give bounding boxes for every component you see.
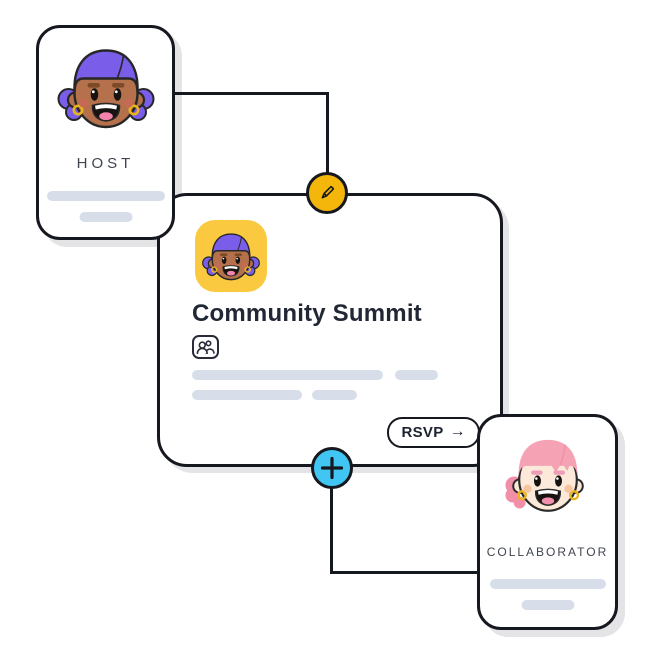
edit-node-button[interactable] bbox=[306, 172, 348, 214]
pencil-icon bbox=[321, 185, 335, 199]
event-card[interactable]: Community Summit RSVP → bbox=[157, 193, 503, 467]
placeholder-bar bbox=[521, 600, 574, 610]
host-label: HOST bbox=[76, 155, 135, 172]
host-avatar bbox=[56, 42, 156, 141]
collaborator-avatar bbox=[502, 433, 594, 524]
collaborator-card[interactable]: COLLABORATOR bbox=[477, 414, 618, 630]
event-title: Community Summit bbox=[192, 300, 422, 327]
attendees-icon bbox=[192, 335, 219, 359]
placeholder-bar bbox=[79, 212, 132, 222]
arrow-right-icon: → bbox=[449, 423, 466, 440]
placeholder-bar bbox=[192, 370, 383, 380]
connector-line-collab-horizontal bbox=[330, 570, 480, 574]
event-app-icon bbox=[195, 220, 267, 292]
placeholder-bar bbox=[46, 191, 165, 201]
host-card[interactable]: HOST bbox=[36, 25, 175, 240]
event-app-avatar bbox=[201, 229, 261, 285]
placeholder-bar bbox=[395, 370, 438, 380]
placeholder-bar bbox=[312, 390, 357, 400]
rsvp-button[interactable]: RSVP → bbox=[387, 417, 480, 448]
add-node-button[interactable] bbox=[311, 447, 353, 489]
connector-line-collab-vertical bbox=[330, 467, 333, 573]
placeholder-bar bbox=[489, 579, 606, 589]
rsvp-button-label: RSVP bbox=[401, 424, 444, 441]
collaborator-label: COLLABORATOR bbox=[486, 545, 609, 559]
placeholder-bar bbox=[192, 390, 302, 400]
connector-line-host-vertical bbox=[325, 91, 329, 194]
plus-icon bbox=[320, 456, 344, 480]
connector-line-host-horizontal bbox=[175, 91, 328, 95]
